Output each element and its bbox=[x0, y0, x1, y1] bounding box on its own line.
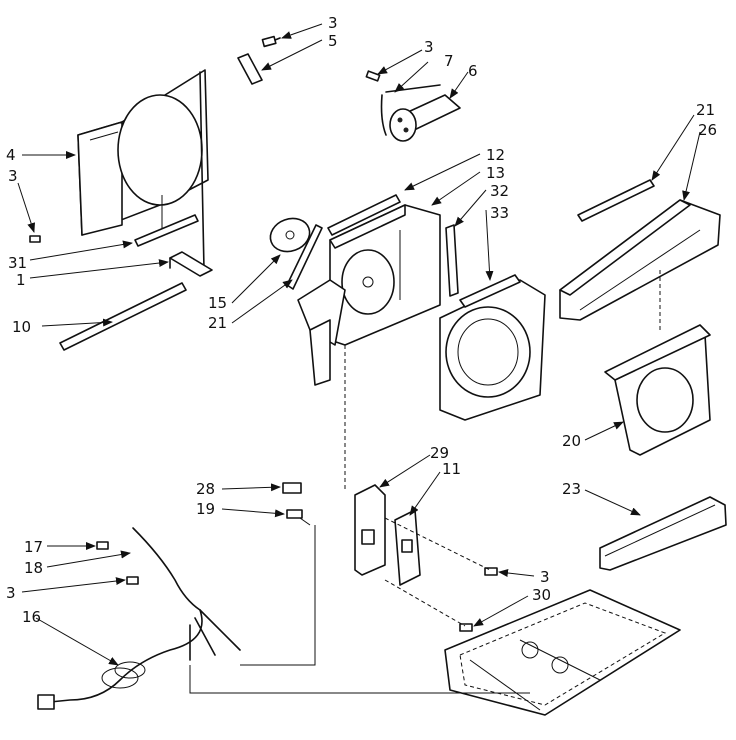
callout-21-right: 21 bbox=[696, 101, 715, 119]
callout-3-left: 3 bbox=[8, 167, 18, 185]
callout-17: 17 bbox=[24, 538, 43, 556]
capacitor-part-6 bbox=[380, 84, 461, 142]
control-bracket-part-29 bbox=[354, 484, 386, 576]
strip-part-32 bbox=[445, 224, 459, 297]
screw-part-3-right bbox=[484, 567, 498, 576]
screw-part-3-cap bbox=[365, 70, 381, 82]
strip-part-31 bbox=[134, 214, 199, 247]
callout-23: 23 bbox=[562, 480, 581, 498]
bracket-part-1 bbox=[169, 251, 213, 277]
callout-32: 32 bbox=[490, 182, 509, 200]
strip-part-10 bbox=[59, 282, 187, 351]
callout-5: 5 bbox=[328, 32, 338, 50]
callout-3-top: 3 bbox=[328, 14, 338, 32]
base-pan bbox=[444, 589, 681, 716]
assembly-guide-lines bbox=[189, 270, 661, 694]
callout-13: 13 bbox=[486, 164, 505, 182]
control-panel-part-11 bbox=[394, 509, 421, 586]
callout-3-capacitor: 3 bbox=[424, 38, 434, 56]
switch-part-19 bbox=[286, 509, 303, 519]
duct-part-26 bbox=[559, 199, 721, 321]
screw-part-30 bbox=[459, 623, 473, 632]
screw-part-3-wire bbox=[126, 576, 139, 585]
callout-11: 11 bbox=[442, 460, 461, 478]
wire-harness-part-18 bbox=[132, 527, 201, 611]
callout-33: 33 bbox=[490, 204, 509, 222]
power-cord-part-16 bbox=[37, 609, 241, 710]
strip-part-23 bbox=[599, 496, 727, 571]
switch-part-28 bbox=[282, 482, 302, 494]
callout-21-mid: 21 bbox=[208, 314, 227, 332]
callout-26: 26 bbox=[698, 121, 717, 139]
callout-18: 18 bbox=[24, 559, 43, 577]
strip-part-12 bbox=[327, 194, 401, 236]
callout-12: 12 bbox=[486, 146, 505, 164]
screw-part-3-left bbox=[29, 235, 41, 243]
callout-1: 1 bbox=[16, 271, 26, 289]
callout-29: 29 bbox=[430, 444, 449, 462]
panel-part-4 bbox=[77, 69, 209, 271]
bracket-part-5 bbox=[237, 53, 263, 85]
callout-20: 20 bbox=[562, 432, 581, 450]
callout-15: 15 bbox=[208, 294, 227, 312]
scroll-housing-part-33 bbox=[439, 274, 546, 421]
bulkhead-center bbox=[297, 204, 441, 386]
strip-part-21-right bbox=[577, 179, 655, 222]
callout-6: 6 bbox=[468, 62, 478, 80]
callout-31: 31 bbox=[8, 254, 27, 272]
callout-3-right: 3 bbox=[540, 568, 550, 586]
callout-labels: 3 5 3 7 6 4 3 31 1 10 12 13 32 33 21 26 … bbox=[6, 14, 717, 626]
screw-part-3-top bbox=[261, 35, 281, 48]
fan-hub-part-15 bbox=[269, 217, 311, 253]
callout-28: 28 bbox=[196, 480, 215, 498]
callout-16: 16 bbox=[22, 608, 41, 626]
orifice-panel-part-20 bbox=[604, 324, 711, 456]
callout-10: 10 bbox=[12, 318, 31, 336]
leader-lines bbox=[17, 23, 701, 666]
screw-part-17 bbox=[96, 541, 109, 550]
callout-3-wire: 3 bbox=[6, 584, 16, 602]
callout-19: 19 bbox=[196, 500, 215, 518]
callout-4: 4 bbox=[6, 146, 16, 164]
callout-7: 7 bbox=[444, 52, 454, 70]
callout-30: 30 bbox=[532, 586, 551, 604]
